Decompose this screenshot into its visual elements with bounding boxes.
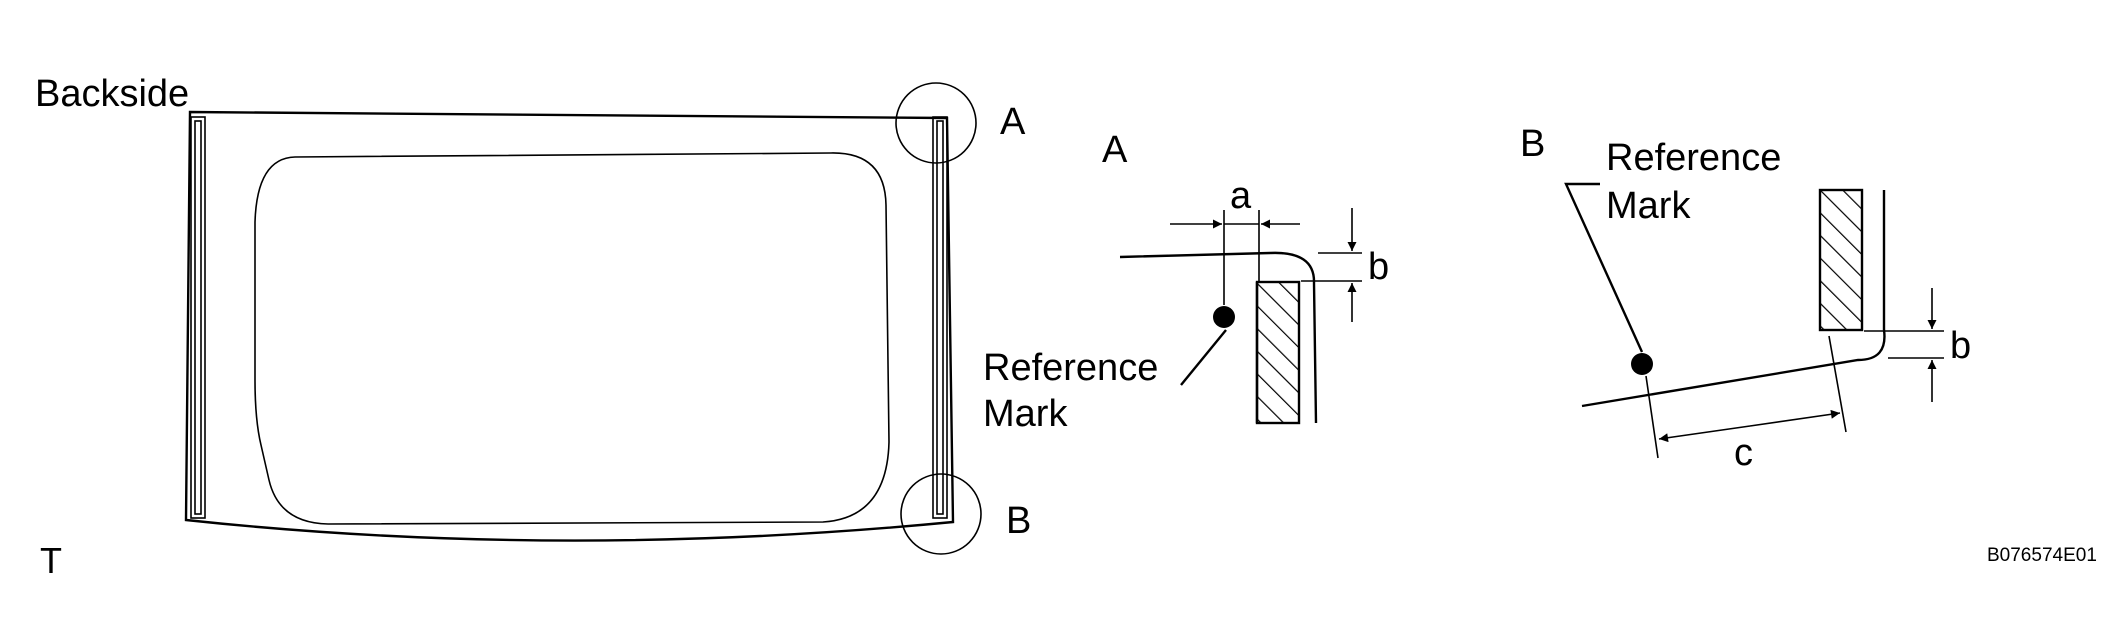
reference-mark-dot-a — [1213, 306, 1235, 328]
callout-a-label: A — [1000, 101, 1026, 143]
detail-b: B Reference Mark b c — [1520, 123, 1971, 474]
dim-a-label: a — [1230, 175, 1252, 217]
windshield-overview: Backside A B T — [35, 73, 1031, 581]
windshield-inner-opening — [254, 152, 890, 525]
detail-circle-b — [900, 473, 982, 555]
detail-b-title: B — [1520, 123, 1545, 165]
right-molding-strip — [932, 116, 948, 519]
windshield-glass-outline — [184, 110, 955, 542]
detail-b-glass-edge — [1581, 329, 1886, 408]
dim-b-label-b: b — [1950, 325, 1971, 367]
reference-mark-label-a-line2: Mark — [983, 393, 1068, 435]
figure-code: B076574E01 — [1987, 545, 2097, 566]
detail-a-title: A — [1102, 129, 1128, 171]
detail-a-molding — [1255, 280, 1301, 425]
dim-c-label: c — [1734, 432, 1753, 474]
reference-mark-label-a-line1: Reference — [983, 347, 1158, 389]
reference-mark-label-b-line2: Mark — [1606, 185, 1691, 227]
detail-a: A a b Reference Mark — [983, 129, 1389, 435]
detail-b-molding — [1818, 188, 1864, 332]
callout-b-label: B — [1006, 500, 1031, 542]
reference-mark-label-b-line1: Reference — [1606, 137, 1781, 179]
backside-label: Backside — [35, 73, 189, 115]
detail-circle-a — [895, 82, 977, 164]
corner-mark: T — [40, 540, 62, 581]
reference-mark-dot-b — [1631, 353, 1653, 375]
detail-a-glass-edge — [1119, 251, 1318, 424]
dim-b-label-a: b — [1368, 246, 1389, 288]
left-molding-strip — [190, 116, 206, 519]
